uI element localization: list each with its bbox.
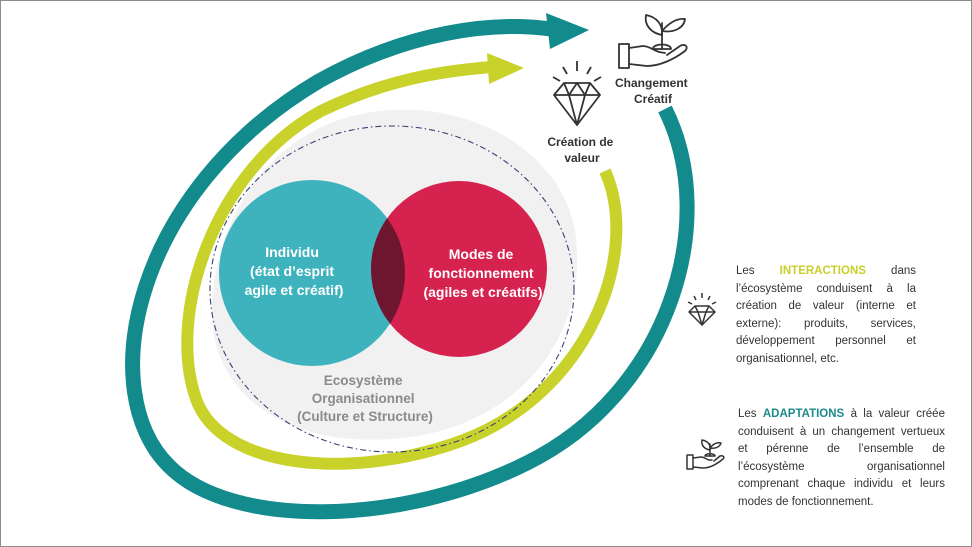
individual-circle: [219, 180, 405, 366]
adaptations-legend: Les ADAPTATIONS à la valeur créée condui…: [738, 406, 945, 511]
diamond-icon: [687, 293, 717, 326]
interactions-legend: Les INTERACTIONS dans l’écosystème condu…: [736, 263, 916, 368]
ecosystem-label: Ecosystème Organisationnel (Culture et S…: [297, 373, 433, 424]
creative-change-label: Changement Créatif: [615, 76, 691, 106]
teal-adaptation-arrow-ring: [125, 19, 695, 520]
hand-plant-icon: [618, 14, 688, 69]
adaptations-keyword: ADAPTATIONS: [762, 408, 845, 420]
interactions-prefix: Les: [736, 265, 755, 277]
value-creation-label: Création de valeur: [547, 135, 616, 165]
individual-label: Individu (état d’esprit agile et créatif…: [245, 244, 344, 298]
teal-arrow-head: [546, 13, 589, 49]
lime-interaction-arrow-ring: [181, 61, 623, 470]
diamond-icon: [552, 61, 602, 126]
lime-arrow-head: [487, 53, 524, 84]
ecosystem-boundary: [209, 125, 575, 453]
operating-modes-label: Modes de fonctionnement (agiles et créat…: [423, 246, 542, 300]
interactions-keyword: INTERACTIONS: [779, 265, 866, 277]
interactions-description: dans l’écosystème conduisent à la créati…: [736, 265, 916, 365]
adaptations-description: à la valeur créée conduisent à un change…: [738, 408, 945, 508]
adaptations-prefix: Les: [738, 408, 757, 420]
operating-modes-circle: [371, 181, 547, 357]
hand-plant-icon: [686, 439, 725, 470]
